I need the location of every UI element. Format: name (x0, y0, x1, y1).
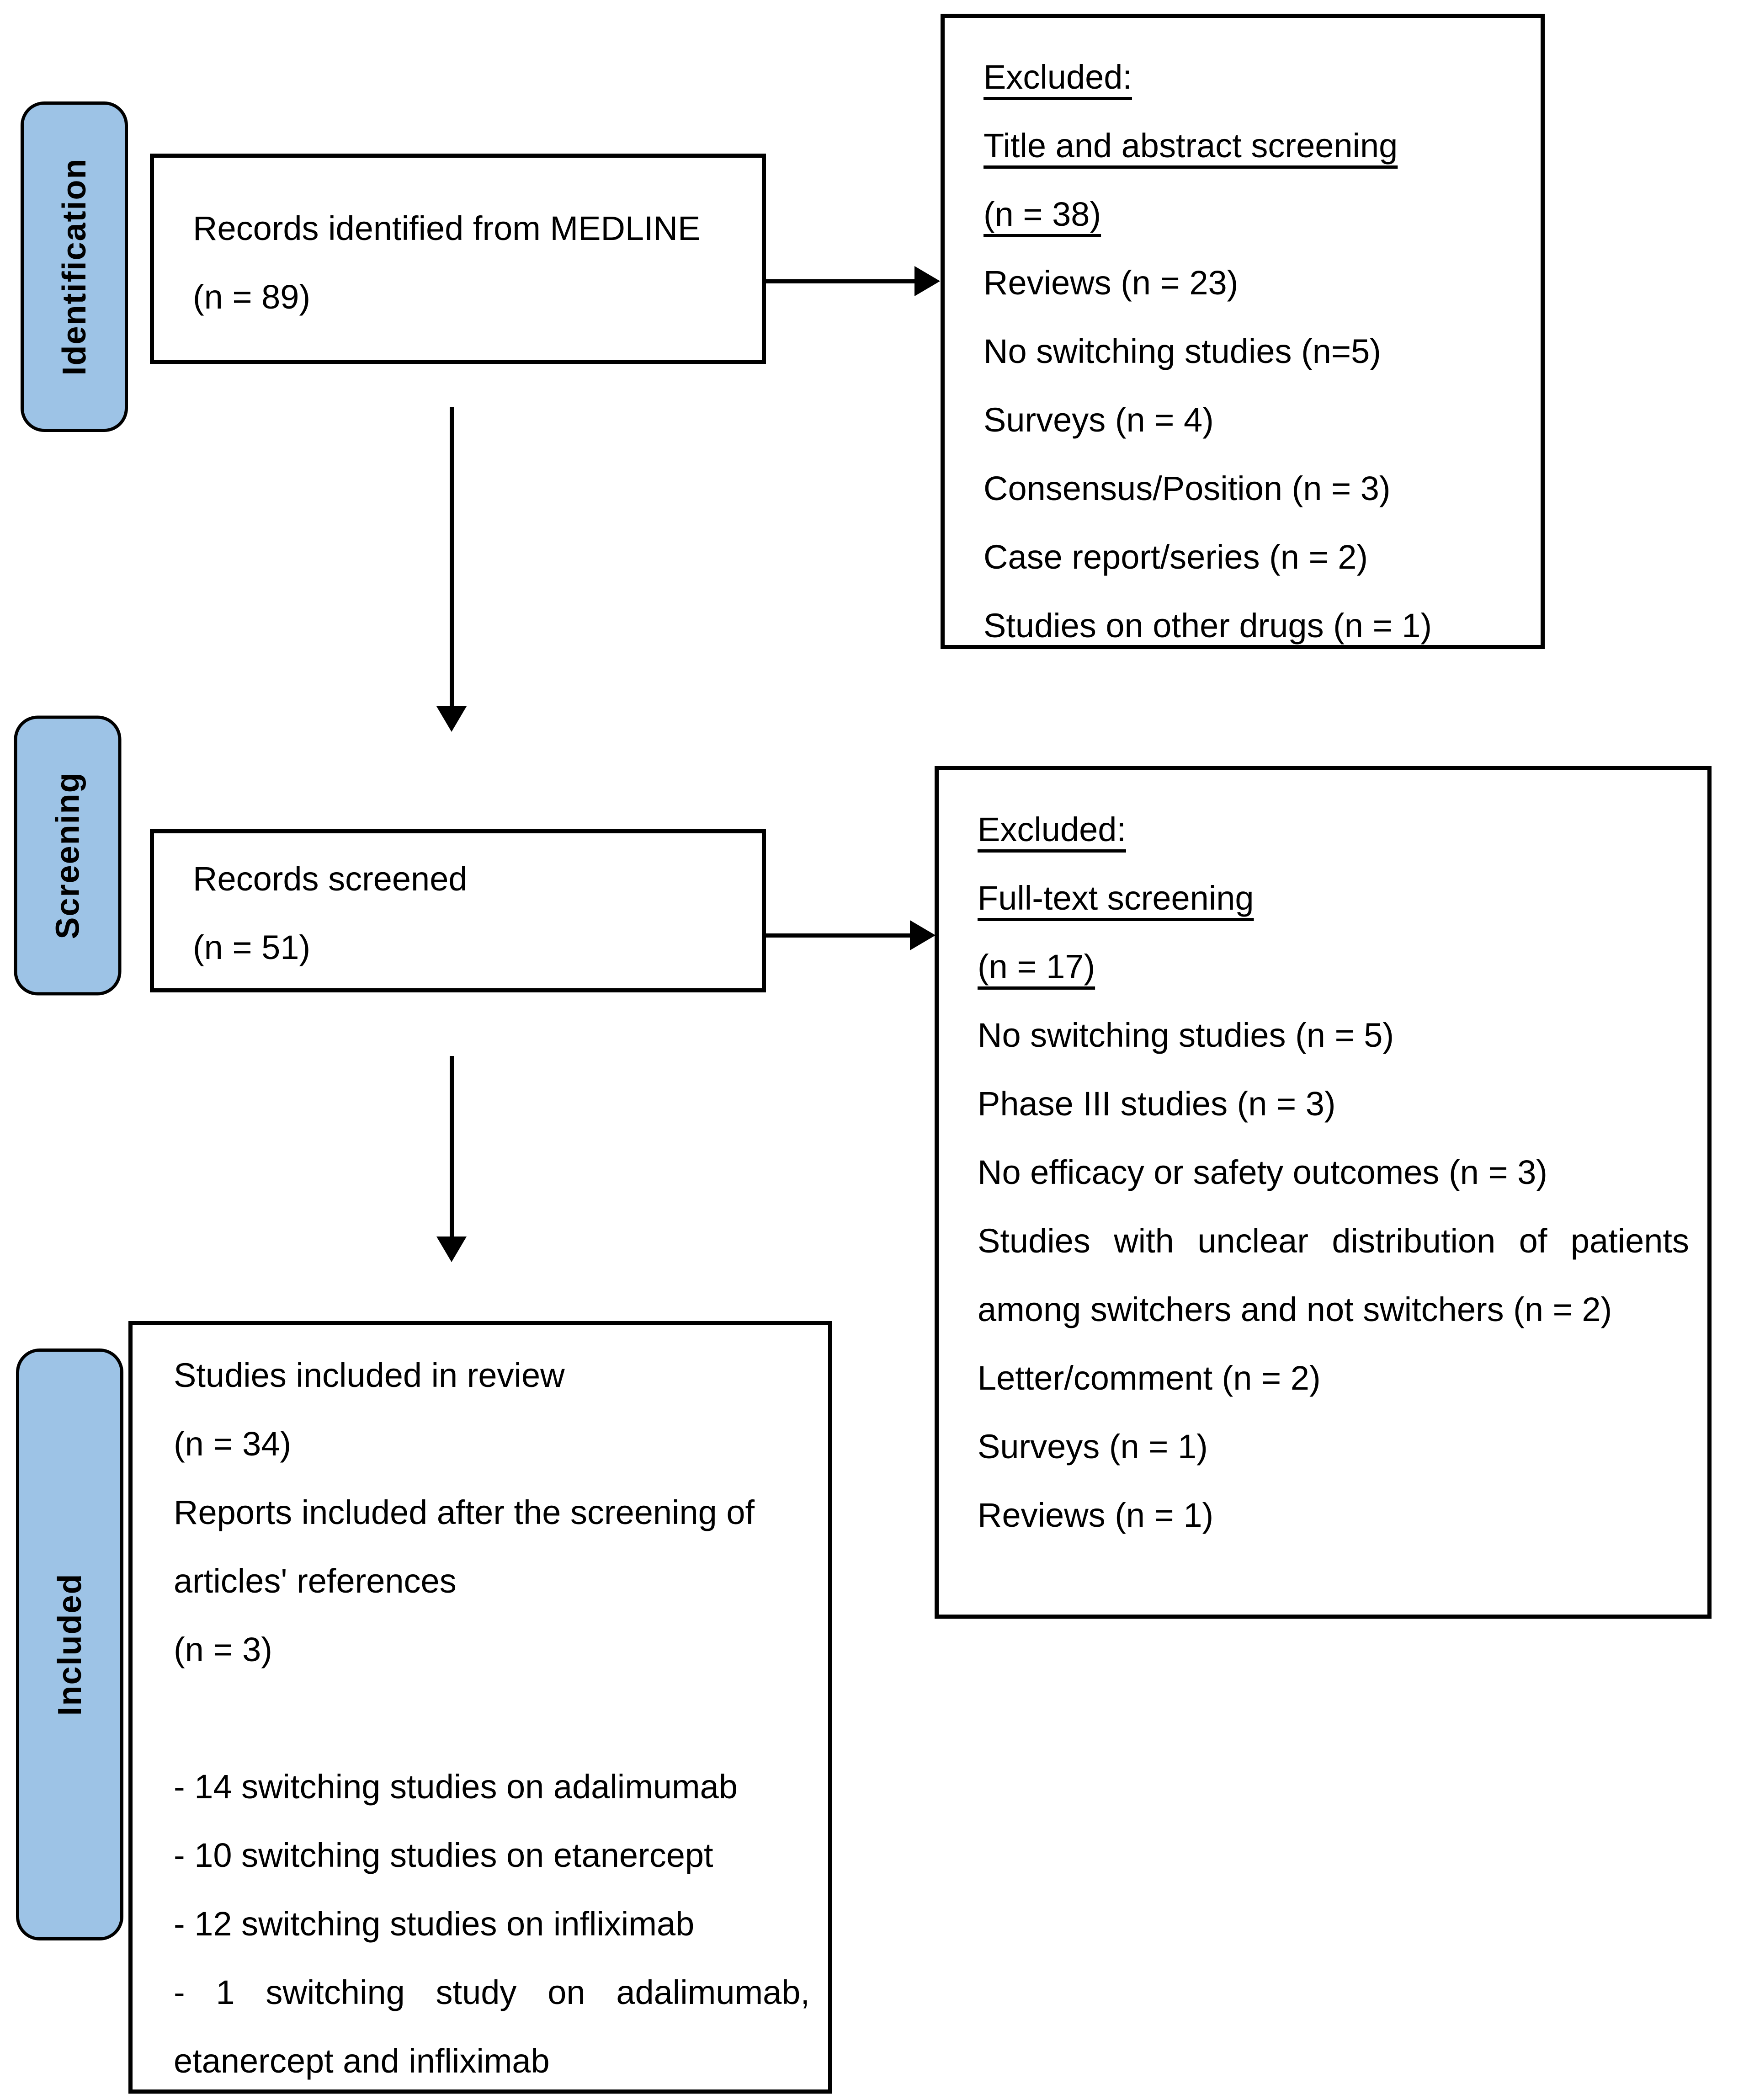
excluded1-reason-no-switching: No switching studies (n=5) (983, 332, 1381, 370)
arrowhead-down-icon (436, 1237, 467, 1262)
included-item-infliximab: - 12 switching studies on infliximab (174, 1905, 695, 1943)
included-item-etanercept: - 10 switching studies on etanercept (174, 1836, 713, 1874)
box-records-identified: Records identified from MEDLINE (n = 89) (150, 154, 766, 364)
included-count: (n = 34) (174, 1425, 292, 1463)
excluded1-reason-other-drugs: Studies on other drugs (n = 1) (983, 607, 1432, 645)
connector-identified-to-excluded1 (766, 279, 914, 283)
stage-pill-screening: Screening (14, 715, 122, 996)
connector-identified-to-screened (450, 407, 454, 706)
box-records-screened: Records screened (n = 51) (150, 829, 766, 992)
included-item-combined-1: - 1 switching study on adalimumab, (174, 1973, 810, 2011)
excluded2-reason-no-outcomes: No efficacy or safety outcomes (n = 3) (978, 1153, 1547, 1191)
excluded2-reason-reviews: Reviews (n = 1) (978, 1496, 1214, 1534)
excluded2-reason-phase3: Phase III studies (n = 3) (978, 1085, 1336, 1123)
stage-label-identification: Identification (56, 158, 93, 376)
included-reports-count: (n = 3) (174, 1631, 272, 1668)
stage-label-included: Included (51, 1573, 88, 1716)
records-screened-text: Records screened (193, 860, 468, 898)
included-reports-text-1: Reports included after the screening of (174, 1493, 755, 1531)
stage-pill-identification: Identification (21, 101, 128, 432)
connector-screened-to-excluded2 (766, 933, 910, 938)
included-blank-line (174, 1684, 810, 1753)
excluded1-count: (n = 38) (983, 195, 1101, 233)
excluded2-subheading: Full-text screening (978, 879, 1254, 917)
box-excluded-title-abstract: Excluded: Title and abstract screening (… (941, 14, 1545, 649)
box-studies-included: Studies included in review (n = 34) Repo… (128, 1321, 832, 2094)
included-reports-text-2: articles' references (174, 1562, 457, 1600)
records-screened-count: (n = 51) (193, 928, 311, 966)
included-text: Studies included in review (174, 1356, 565, 1394)
arrowhead-down-icon (436, 706, 467, 732)
excluded2-reason-letter: Letter/comment (n = 2) (978, 1359, 1321, 1397)
records-identified-count: (n = 89) (193, 278, 311, 316)
connector-screened-to-included (450, 1056, 454, 1237)
excluded2-count: (n = 17) (978, 948, 1095, 986)
excluded1-reason-consensus: Consensus/Position (n = 3) (983, 469, 1391, 507)
arrowhead-right-icon (910, 920, 936, 950)
excluded2-reason-no-switching: No switching studies (n = 5) (978, 1016, 1394, 1054)
excluded2-reason-surveys: Surveys (n = 1) (978, 1428, 1208, 1466)
stage-pill-included: Included (16, 1348, 123, 1940)
arrowhead-right-icon (914, 266, 940, 296)
box-excluded-full-text: Excluded: Full-text screening (n = 17) N… (935, 766, 1712, 1619)
excluded1-subheading: Title and abstract screening (983, 127, 1398, 165)
stage-label-screening: Screening (49, 772, 86, 939)
excluded1-reason-case-report: Case report/series (n = 2) (983, 538, 1368, 576)
included-item-combined-2: etanercept and infliximab (174, 2042, 550, 2080)
excluded2-reason-unclear-2: among switchers and not switchers (n = 2… (978, 1290, 1612, 1328)
excluded1-heading: Excluded: (983, 58, 1132, 96)
excluded2-reason-unclear-1: Studies with unclear distribution of pat… (978, 1222, 1689, 1260)
excluded1-reason-reviews: Reviews (n = 23) (983, 264, 1239, 302)
excluded1-reason-surveys: Surveys (n = 4) (983, 401, 1214, 439)
included-item-adalimumab: - 14 switching studies on adalimumab (174, 1768, 738, 1806)
excluded2-heading: Excluded: (978, 810, 1126, 848)
records-identified-text: Records identified from MEDLINE (193, 209, 701, 247)
